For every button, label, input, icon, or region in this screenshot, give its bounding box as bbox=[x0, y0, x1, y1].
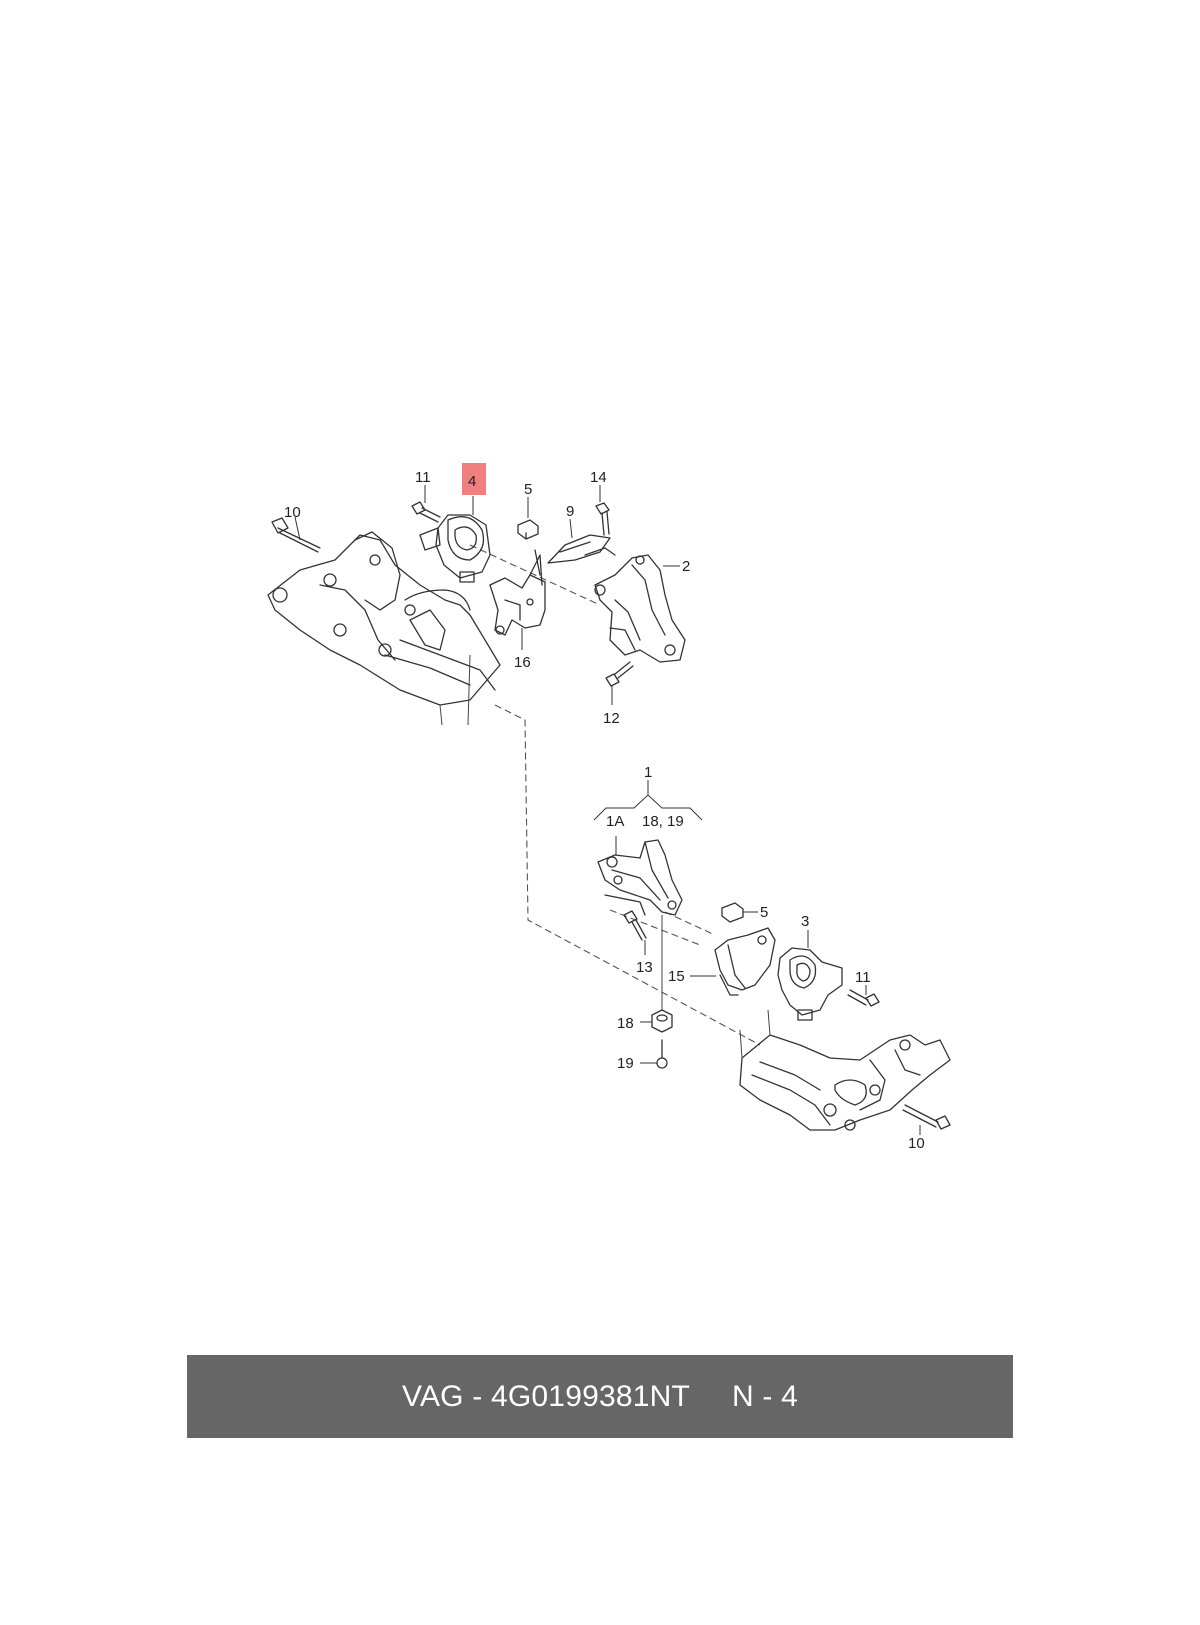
engine-mount-4 bbox=[419, 496, 491, 583]
connector-line-main bbox=[494, 704, 761, 1046]
bolt-11-upper bbox=[411, 485, 441, 523]
part-number: 4G0199381NT bbox=[491, 1379, 691, 1413]
callout-11-upper: 11 bbox=[415, 469, 431, 486]
bolt-12 bbox=[605, 661, 634, 705]
callout-9: 9 bbox=[566, 503, 574, 520]
callout-13: 13 bbox=[636, 959, 653, 976]
callout-3: 3 bbox=[801, 913, 809, 930]
bracket-16 bbox=[489, 549, 546, 650]
callout-19: 19 bbox=[617, 1055, 634, 1072]
callout-10-lower: 10 bbox=[908, 1135, 925, 1152]
diagram-position: N - 4 bbox=[732, 1379, 799, 1413]
callout-15: 15 bbox=[668, 968, 685, 985]
callout-2: 2 bbox=[682, 558, 690, 575]
subframe-upper bbox=[267, 531, 501, 726]
bolt-11-lower bbox=[847, 985, 880, 1007]
callout-12: 12 bbox=[603, 710, 620, 727]
buffer-5-lower bbox=[721, 902, 758, 923]
callout-18-19-group: 18, 19 bbox=[642, 813, 684, 830]
callout-16: 16 bbox=[514, 654, 531, 671]
bolt-10-upper bbox=[271, 516, 321, 553]
engine-mount-3 bbox=[777, 930, 843, 1021]
callout-14: 14 bbox=[590, 469, 607, 486]
highlight-box-4 bbox=[462, 463, 486, 495]
part-info-text: VAG - 4G0199381NT N - 4 bbox=[402, 1380, 798, 1414]
subframe-lower bbox=[739, 1009, 951, 1131]
callout-11-lower: 11 bbox=[855, 969, 871, 986]
nut-18 bbox=[640, 1009, 673, 1033]
bolt-13 bbox=[623, 910, 647, 955]
bolt-19 bbox=[640, 1039, 668, 1069]
callout-1a: 1A bbox=[606, 813, 624, 830]
brand-name: VAG bbox=[401, 1379, 464, 1413]
connector-line-upper-1 bbox=[469, 544, 601, 606]
callout-5-upper: 5 bbox=[524, 481, 532, 498]
connector-line-lower-1 bbox=[664, 911, 716, 936]
callout-4: 4 bbox=[468, 473, 476, 490]
part-info-bar: VAG - 4G0199381NT N - 4 bbox=[187, 1355, 1013, 1438]
callout-1: 1 bbox=[644, 764, 652, 781]
callout-5-lower: 5 bbox=[760, 904, 768, 921]
bracket-2 bbox=[594, 554, 686, 663]
callout-10-upper: 10 bbox=[284, 504, 301, 521]
buffer-5-upper bbox=[517, 497, 539, 540]
bolt-10-lower bbox=[902, 1104, 951, 1135]
callout-18: 18 bbox=[617, 1015, 634, 1032]
brand-separator: - bbox=[472, 1379, 483, 1413]
bracket-1 bbox=[597, 839, 683, 916]
group-bracket-1 bbox=[593, 780, 703, 855]
bracket-15 bbox=[690, 927, 776, 996]
bolt-14 bbox=[595, 485, 610, 536]
heat-shield-9 bbox=[547, 518, 616, 564]
